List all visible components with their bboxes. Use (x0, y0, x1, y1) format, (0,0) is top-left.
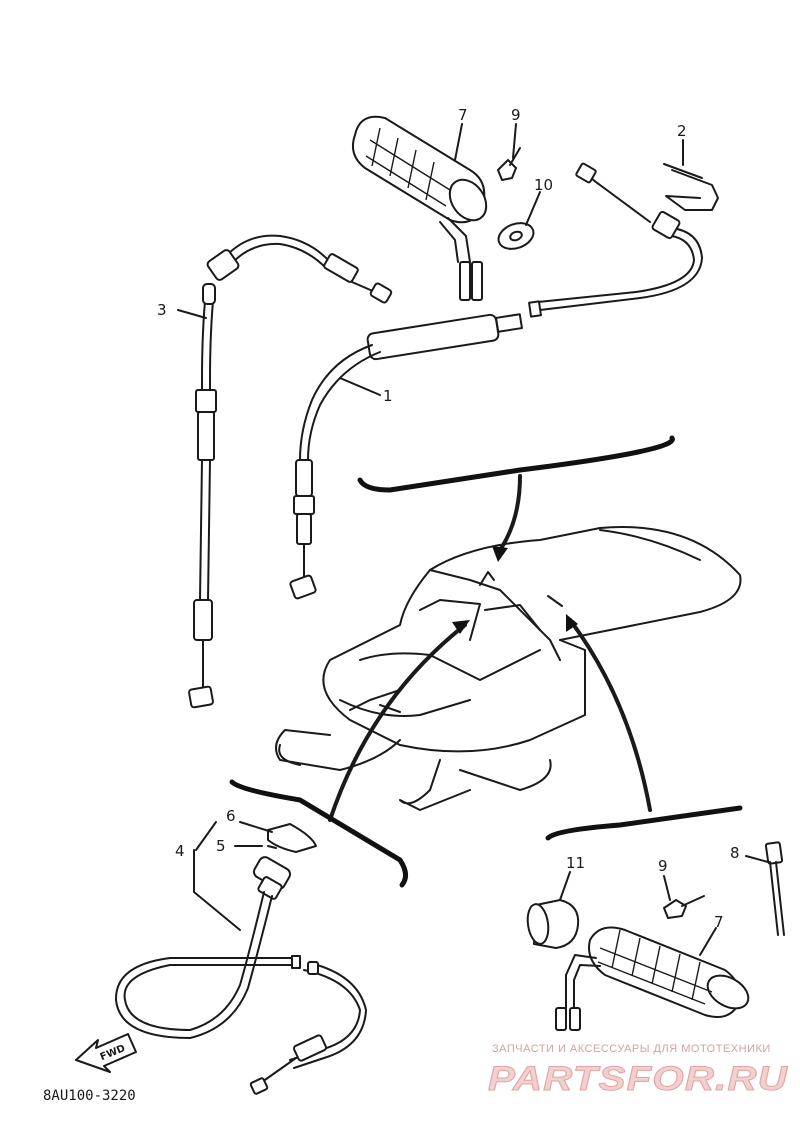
cable-tie (764, 841, 785, 936)
leader-11 (559, 871, 571, 901)
screw-bottom (663, 895, 705, 919)
callout-10: 10 (534, 176, 553, 194)
callout-9-bottom: 9 (658, 857, 668, 875)
speedometer-cable (114, 823, 367, 1095)
watermark-tagline: ЗАПЧАСТИ И АКСЕССУАРЫ ДЛЯ МОТОТЕХНИКИ (492, 1043, 771, 1055)
screw-top (497, 147, 521, 181)
leader-9-bottom (663, 875, 671, 901)
leader-4-top (195, 821, 217, 851)
leader-6 (239, 821, 273, 833)
handlebar-grip-bottom (555, 926, 750, 1031)
lower-left-frame (229, 779, 408, 888)
throttle-cable (289, 162, 703, 600)
watermark: ЗАПЧАСТИ И АКСЕССУАРЫ ДЛЯ МОТОТЕХНИКИ PA… (488, 1043, 789, 1099)
leader-9-top (512, 123, 517, 159)
callout-2: 2 (677, 122, 687, 140)
leader-7-bottom (699, 927, 717, 956)
leader-10 (525, 191, 541, 226)
leader-7-top (454, 123, 463, 161)
clip-part (663, 163, 719, 211)
leader-4-bracket (193, 849, 241, 931)
callout-6: 6 (226, 807, 236, 825)
forward-arrow: FWD (75, 1033, 137, 1073)
callout-9-top: 9 (511, 106, 521, 124)
callout-8: 8 (730, 844, 740, 862)
leader-3 (177, 309, 207, 319)
callout-5: 5 (216, 837, 226, 855)
callout-3: 3 (157, 301, 167, 319)
callout-7-bottom: 7 (714, 913, 724, 931)
washer (497, 222, 535, 250)
callout-7-top: 7 (458, 106, 468, 124)
diagram-code: 8AU100-3220 (43, 1088, 136, 1104)
callout-4: 4 (175, 842, 185, 860)
callout-1: 1 (383, 387, 393, 405)
leader-8 (745, 855, 769, 863)
snowmobile-body (275, 526, 742, 811)
callout-11: 11 (566, 854, 585, 872)
handlebar-grip-top (352, 115, 488, 301)
watermark-brand: PARTSFOR.RU (488, 1060, 789, 1098)
pointer-arrows (328, 614, 652, 822)
grip-cover (526, 899, 580, 949)
brake-cable (188, 234, 393, 709)
lower-right-frame (545, 805, 743, 841)
